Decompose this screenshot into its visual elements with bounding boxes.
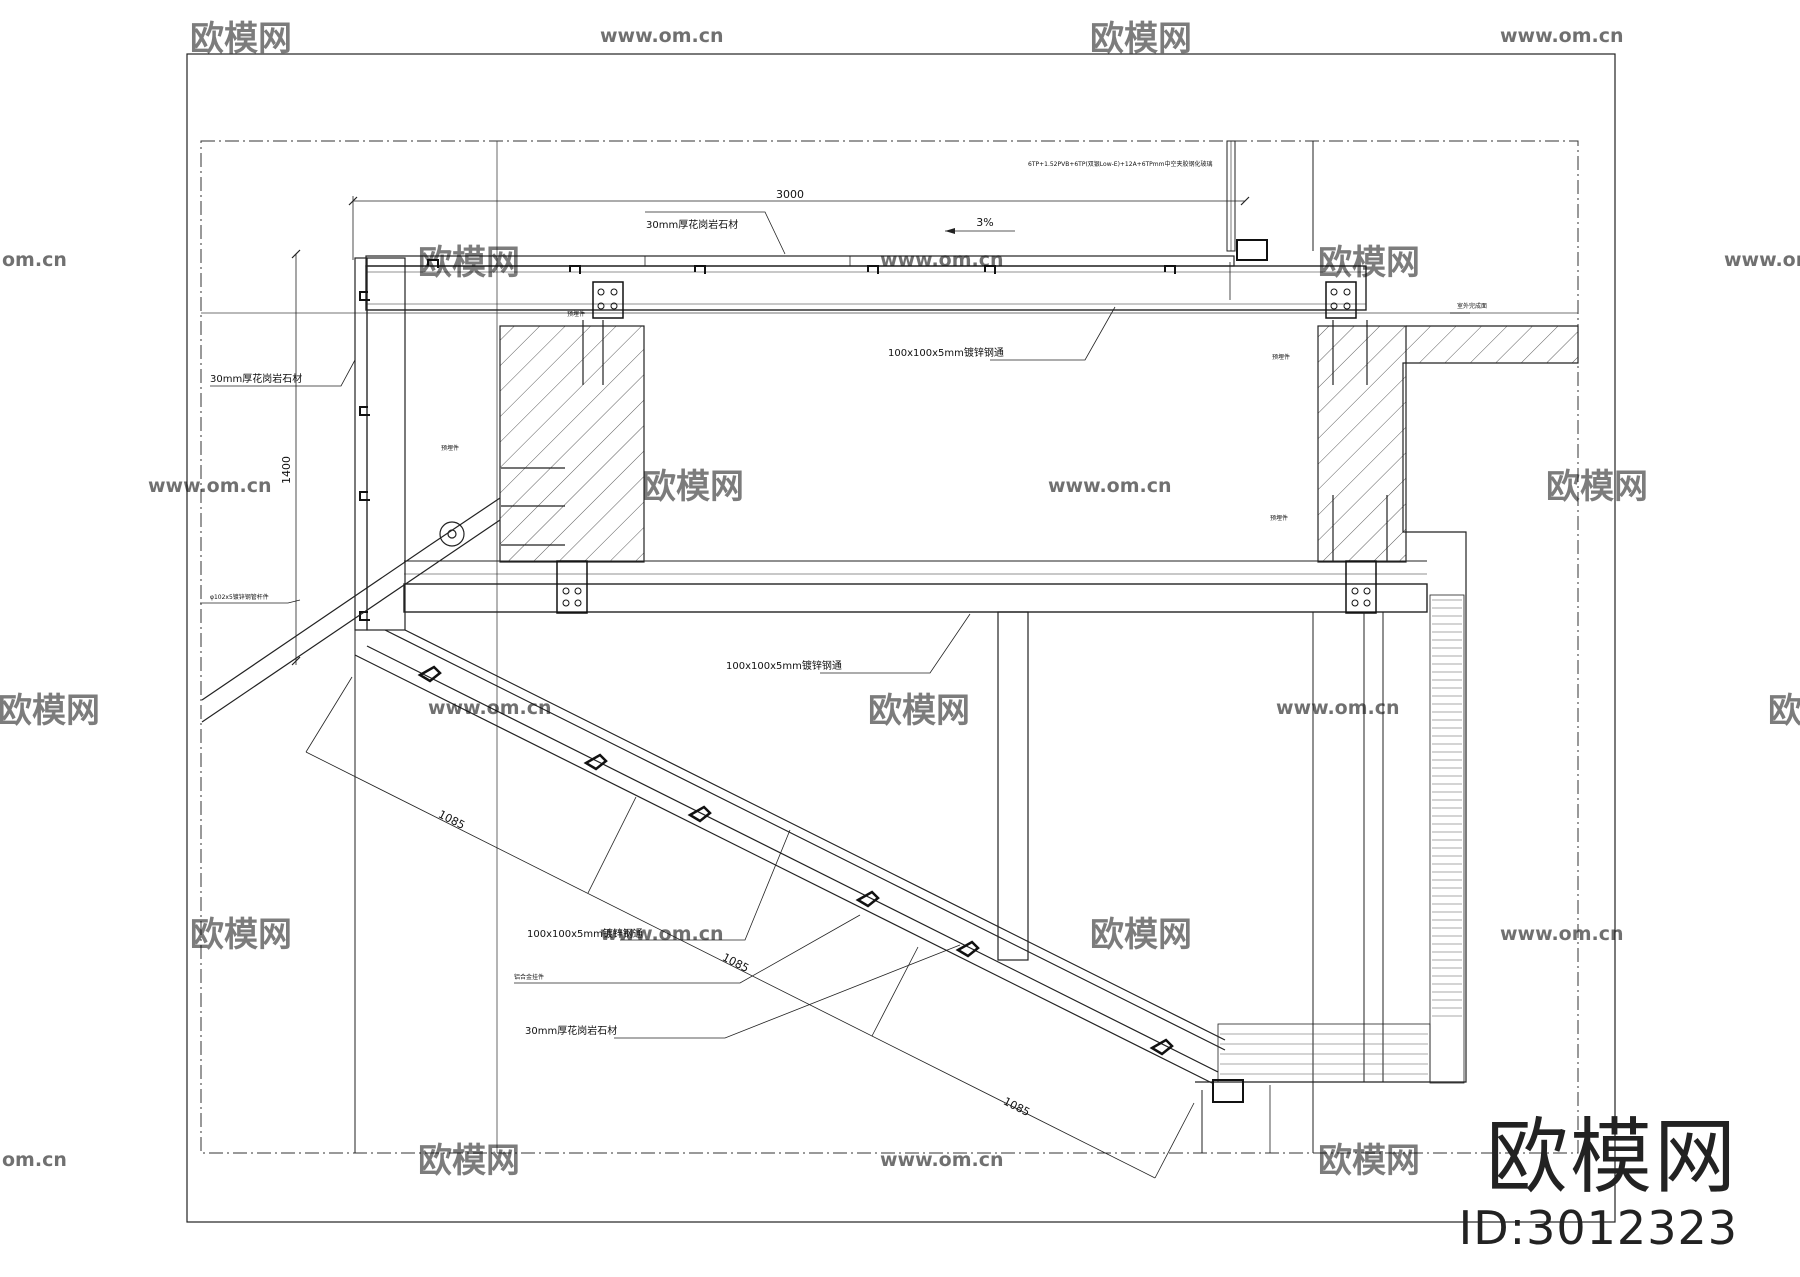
watermark-url-short: om.cn [2, 1149, 67, 1171]
watermark-url: www.om.cn [600, 25, 724, 47]
bolt-plate-mid-left [556, 560, 588, 614]
label-steel-bot: 100x100x5mm镀锌钢通 [527, 927, 643, 940]
reference-frame [200, 140, 1579, 1154]
sloped-stone-clips [417, 665, 1174, 1056]
label-stone-left: 30mm厚花岗岩石材 [210, 372, 302, 385]
watermark-url: www.om.cn [1724, 249, 1800, 271]
watermark-brand: 欧模网 [1090, 19, 1192, 59]
glass-spec-note: 6TP+1.52PVB+6TP(双银Low-E)+12A+6TPmm中空夹胶钢化… [1028, 160, 1213, 168]
bolt-plate-mid-right [1345, 560, 1377, 614]
watermark-url: www.om.cn [428, 697, 552, 719]
watermark-brand: 欧模网 [1768, 691, 1800, 731]
top-stone-clips [427, 259, 1176, 274]
insulation-lines [1220, 599, 1462, 1075]
watermark-brand: 欧模网 [1318, 243, 1420, 283]
bolt-plate-top-right [1325, 281, 1357, 319]
watermark-url: www.om.cn [880, 1149, 1004, 1171]
watermark-url: www.om.cn [880, 249, 1004, 271]
watermark-url: www.om.cn [1500, 923, 1624, 945]
watermark-brand: 欧模网 [868, 691, 970, 731]
label-embed-1: 预埋件 [567, 310, 585, 318]
watermark-brand: 欧模网 [1090, 915, 1192, 955]
label-embed-2: 预埋件 [1272, 353, 1290, 361]
watermark-url: www.om.cn [1500, 25, 1624, 47]
watermark-brand: 欧模网 [642, 467, 744, 507]
watermark-url: www.om.cn [1276, 697, 1400, 719]
watermark-brand: 欧模网 [418, 243, 520, 283]
dim-top-width: 3000 [776, 188, 804, 201]
dim-left-height: 1400 [280, 456, 293, 484]
watermark-url: www.om.cn [600, 923, 724, 945]
watermark-url: www.om.cn [148, 475, 272, 497]
label-stone-top: 30mm厚花岗岩石材 [646, 218, 738, 231]
label-alu-hanger: 铝合金挂件 [514, 973, 544, 981]
brand-logo: 欧模网 [1485, 1110, 1738, 1205]
label-floor: 室外完成面 [1457, 302, 1487, 310]
slab-hatch [1406, 326, 1578, 363]
anchor-rods [501, 320, 1388, 562]
watermark-brand: 欧模网 [0, 691, 100, 731]
mid-steel-beam [403, 583, 1428, 613]
label-pipe: φ102x5镀锌钢管杆件 [210, 593, 269, 601]
label-steel-top: 100x100x5mm镀锌钢通 [888, 346, 1004, 359]
insulation-band-vertical [1429, 594, 1465, 1084]
sheet-border [186, 53, 1616, 1223]
bottom-frame-profile [1212, 1079, 1244, 1103]
slope-label: 3% [976, 216, 993, 229]
watermark-url: www.om.cn [1048, 475, 1172, 497]
label-steel-mid: 100x100x5mm镀锌钢通 [726, 659, 842, 672]
bolt-plate-top-left [592, 281, 624, 319]
top-steel-tube [365, 265, 1367, 311]
diagonal-pipe-strut [201, 497, 501, 723]
model-id: ID:3012323 [1458, 1201, 1738, 1255]
sloped-stone-system [354, 629, 1226, 1084]
label-stone-bot: 30mm厚花岗岩石材 [525, 1024, 617, 1037]
watermark-brand: 欧模网 [1546, 467, 1648, 507]
label-embed-4: 预埋件 [1270, 514, 1288, 522]
label-embed-3: 预埋件 [441, 444, 459, 452]
watermark-brand: 欧模网 [190, 19, 292, 59]
watermark-brand: 欧模网 [418, 1141, 520, 1181]
diagonal-dims [305, 676, 1195, 1179]
glass-frame-profile [1236, 239, 1268, 261]
vertical-post [997, 611, 1029, 961]
watermark-brand: 欧模网 [190, 915, 292, 955]
concrete-wall-left [499, 325, 645, 563]
insulation-band-horizontal [1217, 1023, 1431, 1083]
watermark-url-short: om.cn [2, 249, 67, 271]
brand-stamp: 欧模网 ID:3012323 [1458, 1110, 1738, 1255]
watermark-brand: 欧模网 [1318, 1141, 1420, 1181]
